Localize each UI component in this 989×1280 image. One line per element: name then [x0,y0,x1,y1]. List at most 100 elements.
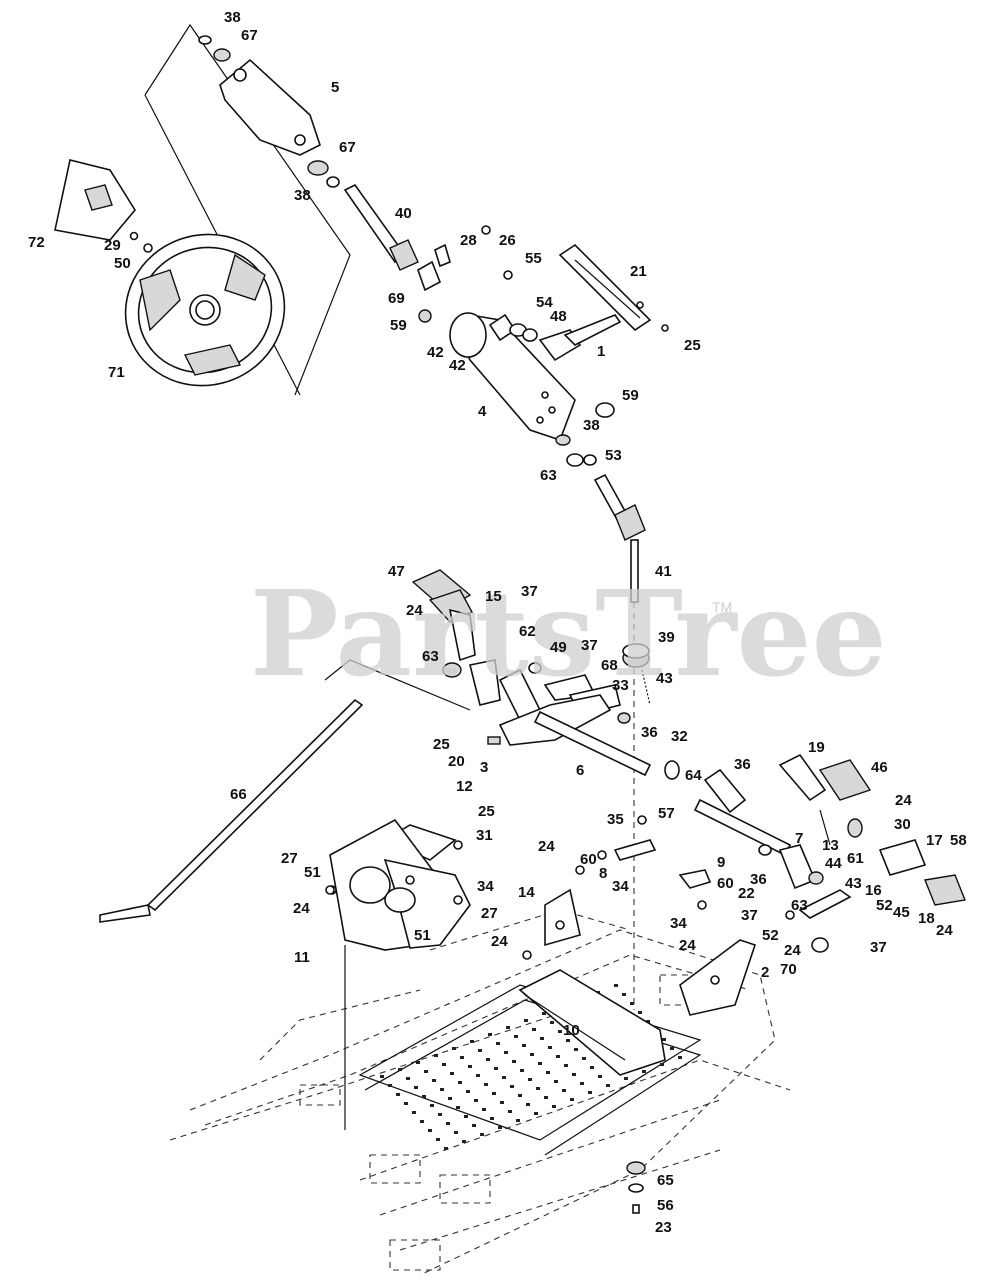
floor-plate-hole [422,1095,426,1098]
floor-plate-hole [436,1138,440,1141]
steering-shaft-lower [593,473,646,1010]
callout-c51b: 51 [414,927,431,944]
callout-c59b: 59 [622,387,639,404]
floor-plate-hole [502,1076,506,1079]
floor-plate-hole [534,1112,538,1115]
floor-plate-hole [670,1047,674,1050]
floor-plate-hole [528,1078,532,1081]
pivot-bracket [418,225,622,467]
callout-c36a: 36 [641,724,658,741]
watermark: PartsTree [250,564,887,703]
floor-plate-hole [474,1099,478,1102]
callout-c49: 49 [550,639,567,656]
callout-c45: 45 [893,904,910,921]
floor-plate-hole [486,1058,490,1061]
floor-plate-hole [552,1105,556,1108]
floor-plate-hole [582,1057,586,1060]
callout-c11: 11 [294,949,310,966]
floor-plate-hole [590,1066,594,1069]
floor-plate-hole [538,1062,542,1065]
floor-plate-hole [406,1077,410,1080]
floor-plate-hole [508,1110,512,1113]
floor-plate-hole [494,1067,498,1070]
floor-plate-hole [444,1147,448,1150]
callout-c35: 35 [607,811,624,828]
callout-c28: 28 [460,232,477,249]
callout-c66: 66 [230,786,247,803]
floor-plate-hole [522,1044,526,1047]
floor-plate-hole [598,1075,602,1078]
callout-c58: 58 [950,832,967,849]
callout-c38a: 38 [224,9,241,26]
floor-plate-hole [536,1087,540,1090]
floor-plate-hole [482,1108,486,1111]
callout-c10: 10 [563,1022,580,1039]
floor-plate-hole [504,1051,508,1054]
callout-c42a: 42 [427,344,444,361]
floor-plate-hole [546,1071,550,1074]
floor-plate-hole [574,1048,578,1051]
floor-plate-hole [428,1129,432,1132]
floor-plate-hole [496,1042,500,1045]
floor-plate-hole [488,1033,492,1036]
callout-c63b: 63 [422,648,439,665]
floor-plate-hole [414,1086,418,1089]
callout-c37a: 37 [521,583,538,600]
floor-plate-hole [484,1083,488,1086]
floor-plate-hole [512,1060,516,1063]
callout-c27a: 27 [281,850,298,867]
callout-c9: 9 [717,854,725,871]
callout-c34a: 34 [612,878,629,895]
floor-plate-hole [562,1089,566,1092]
floor-plate-hole [506,1026,510,1029]
callout-c68: 68 [601,657,618,674]
callout-c60b: 60 [717,875,734,892]
callout-c70: 70 [780,961,797,978]
floor-plate-hole [544,1096,548,1099]
floor-plate-hole [678,1056,682,1059]
callout-c24d: 24 [293,900,310,917]
callout-c24h: 24 [784,942,801,959]
callout-c69: 69 [388,290,405,307]
callout-c71: 71 [108,364,125,381]
pedal-assembly [411,569,652,777]
bracket-21 [558,243,669,332]
callout-c4: 4 [478,403,487,420]
callout-c24c: 24 [538,838,555,855]
callout-c42b: 42 [449,357,466,374]
floor-plate-hole [566,1039,570,1042]
callout-c23: 23 [655,1219,672,1236]
callout-c20: 20 [448,753,465,770]
callout-c26: 26 [499,232,516,249]
rod-66 [99,659,471,923]
callout-c3: 3 [480,759,488,776]
floor-plate-hole [570,1098,574,1101]
callout-c24e: 24 [936,922,953,939]
callout-c53: 53 [605,447,622,464]
floor-plate-hole [532,1028,536,1031]
callout-c61: 61 [847,850,864,867]
callout-c30: 30 [894,816,911,833]
floor-plate-hole [516,1119,520,1122]
floor-plate-hole [416,1061,420,1064]
callout-c67b: 67 [339,139,356,156]
floor-plate-hole [540,1037,544,1040]
callout-c24f: 24 [491,933,508,950]
bracket-14 [544,888,581,947]
floor-plate-hole [396,1093,400,1096]
callout-c67a: 67 [241,27,258,44]
floor-plate-hole [380,1075,384,1078]
floor-plate-hole [466,1090,470,1093]
floor-plate-hole [518,1094,522,1097]
callout-c8: 8 [599,865,607,882]
floor-plate-hole [424,1070,428,1073]
floor-plate-hole [564,1064,568,1067]
callout-c24b: 24 [895,792,912,809]
callout-c25c: 25 [478,803,495,820]
callout-c64: 64 [685,767,702,784]
floor-plate-hole [388,1084,392,1087]
steering-wheel-group [54,23,351,396]
floor-plate-hole [580,1082,584,1085]
